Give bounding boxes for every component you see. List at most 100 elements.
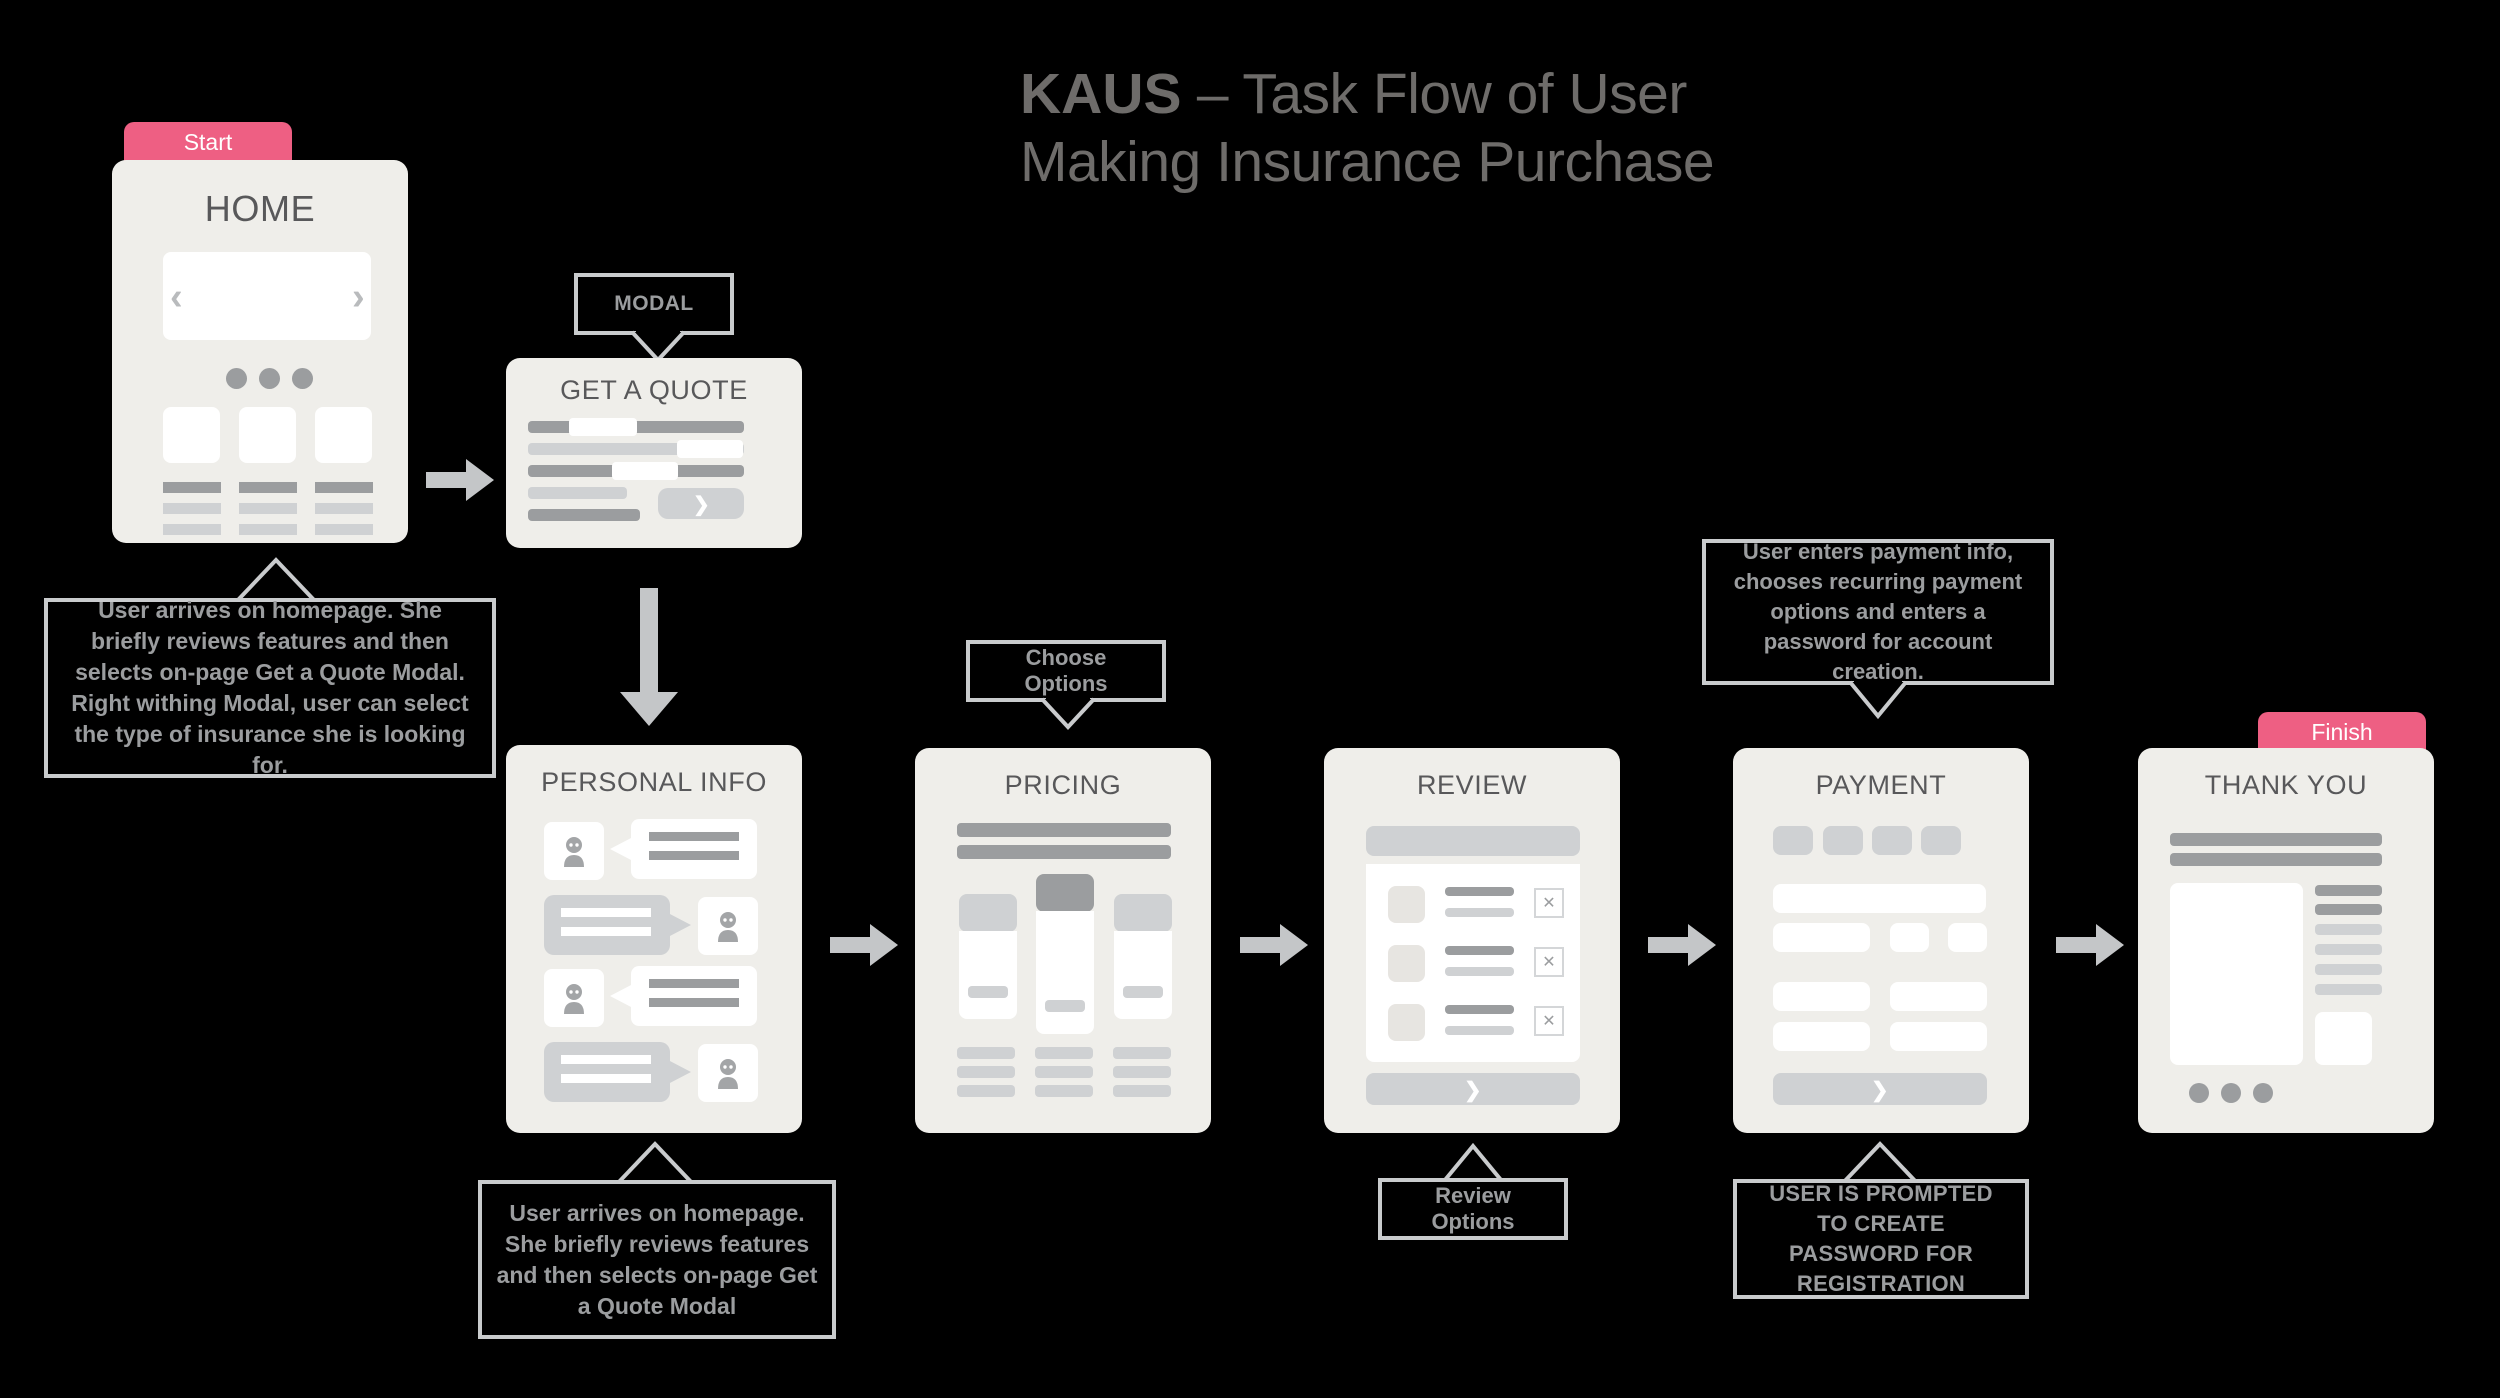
- home-feature-line: [239, 524, 297, 535]
- close-icon[interactable]: ✕: [1542, 1013, 1556, 1030]
- pricing-compare-line: [1113, 1066, 1171, 1078]
- payment-confirm-field[interactable]: [1890, 1022, 1987, 1051]
- callout-payment-note-pointer: [1848, 680, 1908, 720]
- review-item-title: [1445, 946, 1514, 955]
- payment-method-chip[interactable]: [1773, 826, 1813, 855]
- badge-start: Start: [124, 122, 292, 164]
- home-feature-tile[interactable]: [163, 407, 220, 463]
- callout-review-options: Review Options: [1378, 1178, 1568, 1240]
- review-continue-button[interactable]: [1366, 1073, 1580, 1105]
- review-item-remove-button[interactable]: ✕: [1534, 1006, 1564, 1036]
- payment-password-field[interactable]: [1773, 1022, 1870, 1051]
- quote-field-selection[interactable]: [677, 440, 743, 458]
- callout-payment-note: User enters payment info, chooses recurr…: [1702, 539, 2054, 685]
- screen-pricing[interactable]: PRICING: [915, 748, 1211, 1133]
- review-item-subtitle: [1445, 908, 1514, 917]
- chat-text-line: [561, 1055, 651, 1064]
- payment-card-number-field[interactable]: [1773, 884, 1986, 913]
- home-feature-line: [163, 524, 221, 535]
- thanks-pagination-dot[interactable]: [2221, 1083, 2241, 1103]
- review-item-title: [1445, 887, 1514, 896]
- payment-method-chip[interactable]: [1823, 826, 1863, 855]
- quote-field-selection[interactable]: [612, 462, 678, 480]
- close-icon[interactable]: ✕: [1542, 954, 1556, 971]
- flow-arrow-home-to-quote: [426, 459, 494, 501]
- payment-submit-button[interactable]: [1773, 1073, 1987, 1105]
- screen-home-title: HOME: [204, 188, 316, 229]
- review-item-subtitle: [1445, 967, 1514, 976]
- chat-bubble-incoming: [631, 819, 757, 879]
- chat-bubble-incoming: [631, 966, 757, 1026]
- payment-name-field[interactable]: [1773, 923, 1870, 952]
- quote-field-selection[interactable]: [569, 418, 637, 436]
- chat-bubble-tail: [668, 913, 691, 937]
- thanks-summary-line: [2315, 924, 2382, 935]
- payment-cvv-field[interactable]: [1948, 923, 1987, 952]
- chat-text-line: [649, 998, 739, 1007]
- carousel-dot[interactable]: [259, 368, 280, 389]
- payment-address-field[interactable]: [1773, 982, 1870, 1011]
- screen-pricing-title: PRICING: [1004, 770, 1122, 800]
- pricing-plan-header: [959, 894, 1017, 932]
- flow-arrow-payment-to-thanks: [2056, 924, 2124, 966]
- brand-name: KAUS: [1020, 62, 1182, 126]
- thanks-summary-line: [2315, 984, 2382, 995]
- pricing-heading-line: [957, 823, 1171, 837]
- thanks-heading-line: [2170, 833, 2382, 846]
- title-line-1: – Task Flow of User: [1181, 62, 1687, 126]
- thanks-summary-line: [2315, 885, 2382, 896]
- screen-home[interactable]: HOME ‹ ›: [112, 160, 408, 543]
- pricing-compare-line: [957, 1085, 1015, 1097]
- payment-method-chip[interactable]: [1921, 826, 1961, 855]
- callout-home-note: User arrives on homepage. She briefly re…: [44, 597, 496, 778]
- payment-method-chip[interactable]: [1872, 826, 1912, 855]
- callout-personal-note-pointer: [615, 1141, 695, 1186]
- home-feature-tile[interactable]: [239, 407, 296, 463]
- home-feature-heading: [315, 482, 373, 493]
- quote-submit-button[interactable]: [658, 488, 744, 519]
- pricing-plan-body[interactable]: [1114, 931, 1172, 1019]
- payment-city-field[interactable]: [1890, 982, 1987, 1011]
- payment-submit-icon[interactable]: ❯: [1871, 1079, 1889, 1102]
- pricing-heading-line: [957, 845, 1171, 859]
- pricing-compare-line: [957, 1047, 1015, 1059]
- flow-arrow-review-to-payment: [1648, 924, 1716, 966]
- payment-expiry-field[interactable]: [1890, 923, 1929, 952]
- pricing-plan-body-featured[interactable]: [1036, 911, 1094, 1034]
- carousel-dot[interactable]: [226, 368, 247, 389]
- review-item-remove-button[interactable]: ✕: [1534, 947, 1564, 977]
- title-line-2: Making Insurance Purchase: [1020, 130, 1715, 194]
- screen-get-a-quote[interactable]: GET A QUOTE ❯: [506, 358, 802, 548]
- screen-payment-title: PAYMENT: [1815, 770, 1947, 800]
- screen-thank-you[interactable]: THANK YOU: [2138, 748, 2434, 1133]
- screen-thanks-title: THANK YOU: [2204, 770, 2368, 800]
- chat-text-line: [649, 832, 739, 841]
- review-continue-icon[interactable]: ❯: [1464, 1079, 1482, 1102]
- pricing-plan-cta[interactable]: [1123, 986, 1163, 998]
- thanks-pagination-dot[interactable]: [2253, 1083, 2273, 1103]
- home-hero-carousel[interactable]: [163, 252, 371, 340]
- pricing-plan-cta[interactable]: [968, 986, 1008, 998]
- flow-arrow-pricing-to-review: [1240, 924, 1308, 966]
- carousel-dot[interactable]: [292, 368, 313, 389]
- pricing-plan-cta[interactable]: [1045, 1000, 1085, 1012]
- chat-bubble-outgoing: [544, 895, 670, 955]
- review-item-remove-button[interactable]: ✕: [1534, 888, 1564, 918]
- close-icon[interactable]: ✕: [1542, 895, 1556, 912]
- pricing-plan-body[interactable]: [959, 931, 1017, 1019]
- thanks-pagination-dot[interactable]: [2189, 1083, 2209, 1103]
- review-item-thumbnail: [1388, 945, 1425, 982]
- thanks-media-block: [2170, 883, 2303, 1065]
- thanks-heading-line: [2170, 853, 2382, 866]
- screen-personal-info[interactable]: PERSONAL INFO: [506, 745, 802, 1133]
- carousel-next-icon[interactable]: ›: [352, 276, 365, 318]
- chat-text-line: [561, 908, 651, 917]
- quote-submit-icon[interactable]: ❯: [693, 494, 710, 516]
- carousel-prev-icon[interactable]: ‹: [170, 276, 183, 318]
- screen-review[interactable]: REVIEW ✕ ✕ ✕ ❯: [1324, 748, 1620, 1133]
- pricing-compare-line: [1035, 1085, 1093, 1097]
- person-icon: [564, 984, 584, 1014]
- pricing-compare-line: [957, 1066, 1015, 1078]
- home-feature-tile[interactable]: [315, 407, 372, 463]
- screen-payment[interactable]: PAYMENT ❯: [1733, 748, 2029, 1133]
